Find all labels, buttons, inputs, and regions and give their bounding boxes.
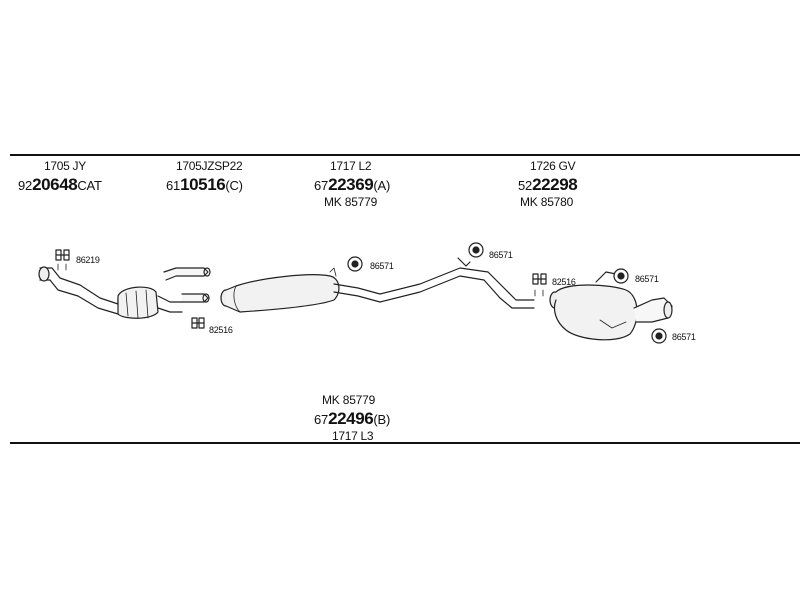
rear-silencer	[549, 271, 673, 341]
part-code-1705jy: 1705 JY	[44, 159, 86, 173]
part-code-1717l2: 1717 L2	[330, 159, 372, 173]
hanger-86571-pipe-icon	[468, 242, 484, 258]
bottom-divider-line	[10, 442, 800, 444]
middle-silencer	[220, 257, 535, 313]
part-number-rear-silencer: 5222298	[518, 175, 578, 194]
clamp-82516-rear-icon	[532, 273, 547, 297]
clamp-86219-icon	[55, 249, 70, 271]
mounting-kit-85780: MK 85780	[520, 195, 574, 209]
part-number-middle-silencer: 6722369(A)	[314, 175, 391, 194]
clamp-82516-front-icon	[191, 317, 205, 329]
part-code-1705jzsp22: 1705JZSP22	[176, 159, 243, 173]
mounting-kit-85779-top: MK 85779	[324, 195, 378, 209]
catalyst-assembly	[38, 266, 183, 319]
clamp-label-86571-middle: 86571	[370, 261, 394, 271]
top-divider-line	[10, 154, 800, 156]
clamp-label-86571-rear-top: 86571	[635, 274, 659, 284]
clamp-label-86571-tailpipe: 86571	[672, 332, 696, 342]
hanger-86571-rear-top-icon	[613, 268, 629, 284]
clamp-label-86219: 86219	[76, 255, 100, 265]
hanger-86571-tailpipe-icon	[651, 328, 667, 344]
clamp-label-82516-rear: 82516	[552, 277, 576, 287]
clamp-label-86571-hanger: 86571	[489, 250, 513, 260]
part-code-1717l3: 1717 L3	[332, 429, 374, 443]
part-number-front-pipe: 6110516(C)	[166, 175, 243, 194]
part-number-catalyst: 9220648CAT	[18, 175, 102, 194]
front-intermediate-pipe	[163, 267, 211, 303]
part-number-middle-silencer-b: 6722496(B)	[314, 409, 391, 428]
clamp-label-82516-front: 82516	[209, 325, 233, 335]
hanger-86571-middle-icon	[347, 256, 363, 272]
part-code-1726gv: 1726 GV	[530, 159, 576, 173]
mounting-kit-85779-bottom: MK 85779	[322, 393, 376, 407]
